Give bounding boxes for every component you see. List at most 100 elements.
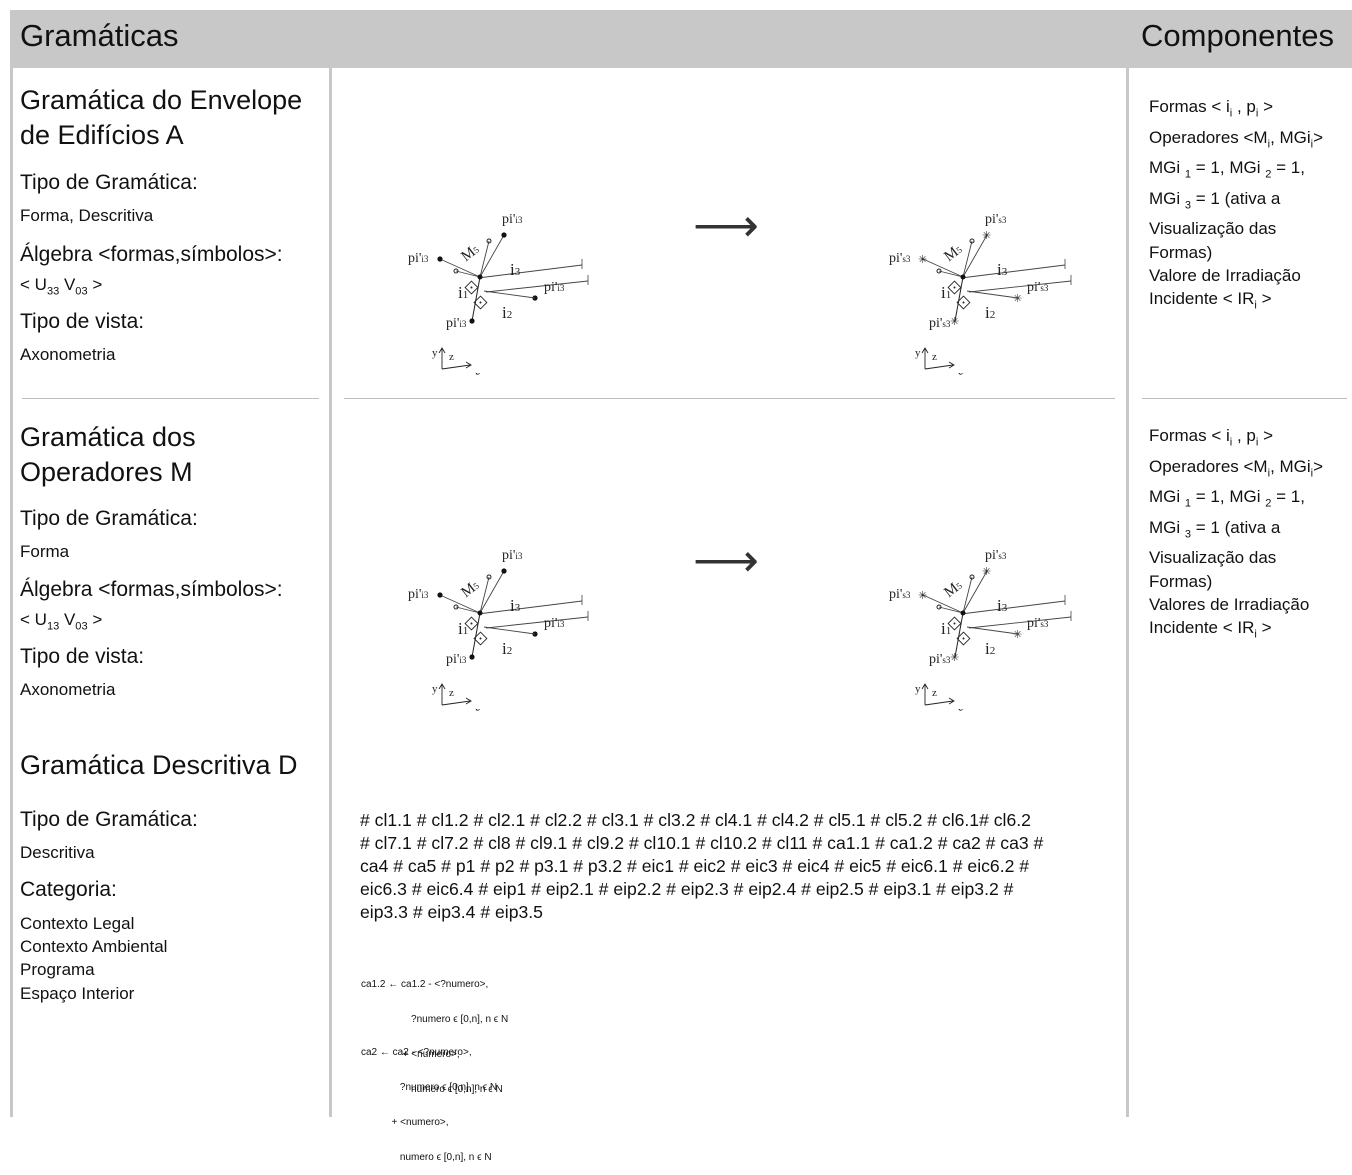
comp-incidente: Incidente < IRi > xyxy=(1149,617,1272,641)
row-divider-middle xyxy=(344,398,1115,399)
rule-ca2: ca2 ← ca2 - <?numero>, ?numero ϵ [0,n], … xyxy=(361,1024,497,1175)
symbol-line: # cl7.1 # cl7.2 # cl8 # cl9.1 # cl9.2 # … xyxy=(360,833,1044,853)
section-m-tipo-label: Tipo de Gramática: xyxy=(20,507,198,530)
star-marker: ✳ xyxy=(918,590,927,602)
fig-label-m: M5 xyxy=(458,241,482,265)
axis-x: x xyxy=(475,369,481,375)
star-marker: ✳ xyxy=(1013,629,1022,641)
star-marker: ✳ xyxy=(950,316,959,328)
axis-y: y xyxy=(432,683,438,695)
section-d-tipo-label: Tipo de Gramática: xyxy=(20,808,198,831)
fig-label-i3: i3 xyxy=(510,596,521,615)
row-divider-left xyxy=(22,398,319,399)
comp-vis: Visualização das xyxy=(1149,219,1277,239)
axis-z: z xyxy=(932,687,937,699)
section-a-algebra-label: Álgebra <formas,símbolos>: xyxy=(20,243,283,266)
fig-label-pi: pi'i3 xyxy=(446,316,467,331)
comp-mgi3: MGi 3 = 1 (ativa a xyxy=(1149,188,1281,212)
fig-label-pi: pi's3 xyxy=(985,548,1007,563)
section-m-title-line1: Gramática dos xyxy=(20,422,196,452)
section-d-categoria-label: Categoria: xyxy=(20,878,117,901)
categoria-item: Contexto Legal xyxy=(20,914,135,933)
fig-label-pi: pi'i3 xyxy=(544,616,565,631)
fig-label-pi: pi'i3 xyxy=(502,212,523,227)
gramaticas-heading: Gramáticas xyxy=(20,18,179,53)
rule-line: + <numero>, xyxy=(361,1048,460,1060)
section-a-vista-value: Axonometria xyxy=(20,345,116,364)
algebra-mid: V xyxy=(59,610,76,629)
fig-label-pi: pi's3 xyxy=(929,316,951,331)
categoria-item: Programa xyxy=(20,960,95,980)
section-m-title: Gramática dos Operadores M xyxy=(20,420,196,490)
figure-a-left: pi'i3 pi'i3 pi'i3 pi'i3 M5 i3 i1 i2 y z … xyxy=(408,212,589,375)
axis-x: x xyxy=(958,369,964,375)
section-d-tipo-value: Descritiva xyxy=(20,843,95,862)
comp-formas: Formas < ii , pi > xyxy=(1149,426,1273,449)
fig-label-i3: i3 xyxy=(997,596,1008,615)
section-m-title-line2: Operadores M xyxy=(20,457,193,487)
star-marker: ✳ xyxy=(982,566,991,578)
comp-valor: Valore de Irradiação xyxy=(1149,265,1301,285)
algebra-suffix: > xyxy=(87,610,103,629)
comp-mgi: MGi 1 = 1, MGi 2 = 1, xyxy=(1149,487,1305,510)
algebra-prefix: < U xyxy=(20,610,47,629)
fig-label-i1: i1 xyxy=(941,283,951,302)
symbol-line: eip3.3 # eip3.4 # eip3.5 xyxy=(360,902,543,922)
comp-vis: Visualização das xyxy=(1149,548,1277,568)
symbol-line: # cl1.1 # cl1.2 # cl2.1 # cl2.2 # cl3.1 … xyxy=(360,810,1031,830)
star-marker: ✳ xyxy=(1013,293,1022,305)
fig-label-i1: i1 xyxy=(941,619,951,638)
symbol-list: # cl1.1 # cl1.2 # cl2.1 # cl2.2 # cl3.1 … xyxy=(360,809,1043,924)
section-a-title-line2: de Edifícios A xyxy=(20,120,184,150)
section-m-tipo-value: Forma xyxy=(20,542,70,561)
algebra-mid: V xyxy=(59,275,76,294)
fig-label-i3: i3 xyxy=(997,260,1008,279)
axis-z: z xyxy=(932,351,937,363)
fig-label-pi: pi's3 xyxy=(929,652,951,667)
section-m-vista-value: Axonometria xyxy=(20,680,116,699)
section-a-title: Gramática do Envelope de Edifícios A xyxy=(20,83,302,153)
fig-label-pi: pi's3 xyxy=(985,212,1007,227)
column-divider-1 xyxy=(329,68,332,1117)
fig-label-m: M5 xyxy=(941,241,965,265)
fig-label-i2: i2 xyxy=(985,639,995,658)
star-marker: ✳ xyxy=(950,652,959,664)
symbol-line: eic6.3 # eic6.4 # eip1 # eip2.1 # eip2.2… xyxy=(360,879,1014,899)
fig-label-pi: pi's3 xyxy=(889,587,911,602)
figure-a-right: ✳ ✳ ✳ ✳ pi's3 pi's3 pi's3 pi's3 M5 i3 i1… xyxy=(889,212,1072,375)
left-border xyxy=(10,68,13,1117)
transform-arrow-icon: ⟶ xyxy=(693,199,759,251)
categoria-item: Espaço Interior xyxy=(20,983,135,1003)
axis-z: z xyxy=(449,351,454,363)
section-a-vista-label: Tipo de vista: xyxy=(20,310,145,333)
comp-operadores: Operadores <Mi, MGii> xyxy=(1149,456,1324,479)
rule-line: numero ϵ [0,n], n ϵ N xyxy=(361,1151,492,1163)
rule-line: numero ϵ [0,n], n ϵ N xyxy=(361,1083,503,1095)
fig-label-i1: i1 xyxy=(458,619,468,638)
fig-label-i3: i3 xyxy=(510,260,521,279)
algebra-sub: 03 xyxy=(75,620,88,633)
axis-y: y xyxy=(432,347,438,359)
rule-ca1-2: ca1.2 ← ca1.2 - <?numero>, ?numero ϵ [0,… xyxy=(361,956,508,1107)
section-m-algebra-label: Álgebra <formas,símbolos>: xyxy=(20,578,283,601)
rule-line: ?numero ϵ [0,n], n ϵ N xyxy=(361,1081,498,1093)
section-a-tipo-label: Tipo de Gramática: xyxy=(20,171,198,194)
algebra-sub: 03 xyxy=(75,285,88,298)
section-a-title-line1: Gramática do Envelope xyxy=(20,85,303,115)
transform-arrow-icon: ⟶ xyxy=(693,534,759,586)
comp-operadores: Operadores <Mi, MGii> xyxy=(1149,127,1324,150)
axis-x: x xyxy=(958,705,964,711)
section-m-algebra-value: < U13 V03 > xyxy=(20,610,102,632)
figure-m-left: pi'i3 pi'i3 pi'i3 pi'i3 M5 i3 i1 i2 y z … xyxy=(408,548,589,711)
column-divider-2 xyxy=(1126,68,1129,1117)
axis-x: x xyxy=(475,705,481,711)
fig-label-i2: i2 xyxy=(502,303,512,322)
fig-label-pi: pi'i3 xyxy=(544,280,565,295)
rule-line: ca2 ← ca2 - <?numero>, xyxy=(361,1047,472,1059)
categoria-list: Contexto Legal Contexto Ambiental Progra… xyxy=(20,912,167,1005)
comp-formas: Formas < ii , pi > xyxy=(1149,97,1273,120)
row-divider-right xyxy=(1142,398,1347,399)
components-block-m: Formas < ii , pi > Operadores <Mi, MGii>… xyxy=(1149,424,1323,647)
rule-line: + <numero>, xyxy=(361,1116,449,1128)
comp-valor: Valores de Irradiação xyxy=(1149,594,1310,614)
